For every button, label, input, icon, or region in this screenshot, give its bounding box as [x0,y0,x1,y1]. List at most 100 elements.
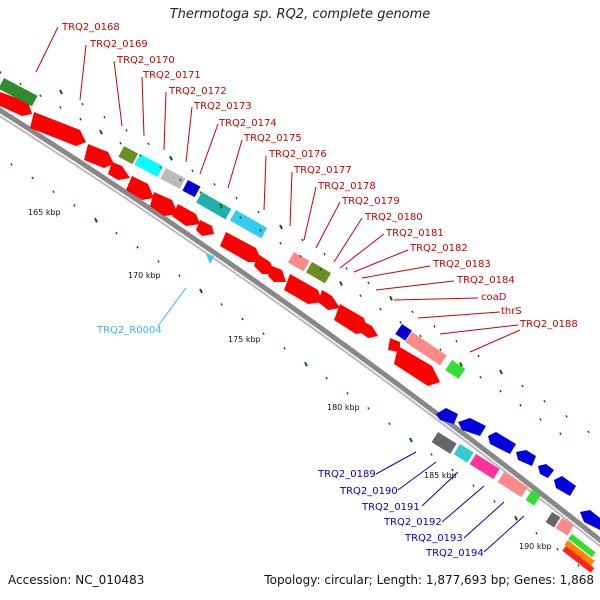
scale-tick [19,82,22,86]
gene-block [555,518,574,536]
scale-tick [514,515,518,521]
gene-arrow [172,204,200,226]
scale-tick [419,334,422,338]
scale-tick [499,389,502,393]
scale-tick [159,166,162,169]
scale-tick [279,241,282,245]
scale-tick [409,437,413,443]
scale-tick [319,267,322,271]
map-title: Thermotoga sp. RQ2, complete genome [169,7,431,22]
tick-label: 190 kbp [519,542,552,551]
scale-tick [577,564,580,567]
scale-tick [411,310,414,314]
gene-block [160,168,186,189]
gene-arrow [0,92,32,116]
scale-tick [115,231,118,235]
gene-block [445,360,466,379]
scale-tick [220,303,223,306]
gene-label: coaD [481,292,507,303]
gene-arrow [196,220,214,236]
gene-label: TRQ2_0182 [409,243,468,254]
gene-label: TRQ2_0170 [116,55,175,66]
scale-labels: 165 kbp 170 kbp 175 kbp 180 kbp 185 kbp … [28,208,552,551]
scale-tick [439,348,442,351]
gene-label: TRQ2_0192 [383,517,442,528]
gene-label: TRQ2_0179 [341,196,400,207]
scale-tick [125,129,128,132]
scale-tick [399,321,402,324]
gene-label: TRQ2_0177 [293,165,352,176]
gene-block [0,78,38,107]
tick-label: 185 kbp [424,471,457,480]
gene-arrow [150,192,178,216]
tick-label: 180 kbp [327,403,360,412]
scale-tick [199,191,202,194]
scale-tick [99,129,103,135]
gene-arrow [284,274,322,304]
scale-tick [455,339,458,343]
scale-tick [103,115,106,119]
scale-tick [459,361,463,367]
scale-tick [136,245,139,249]
gene-arrow [458,418,486,436]
scale-tick [559,432,562,435]
scale-tick [304,361,308,367]
scale-tick [219,203,223,209]
reverse-label-texts: TRQ2_0189 TRQ2_0190 TRQ2_0191 TRQ2_0192 … [317,469,484,559]
gene-arrow [84,144,114,168]
tick-label: 170 kbp [128,271,161,280]
scale-tick [157,260,160,263]
scale-tick [346,391,349,395]
gene-arrow [554,476,576,496]
scale-tick [359,294,362,297]
gene-label: TRQ2_0176 [268,149,327,160]
scale-tick [283,347,286,350]
scale-tick [389,295,393,301]
scale-tick [556,547,559,551]
gene-block [562,546,595,573]
scale-tick [239,216,242,219]
scale-tick [519,403,522,407]
gene-label: TRQ2_0171 [142,70,201,81]
scale-tick [59,106,62,109]
scale-tick [367,407,370,410]
gene-block [395,324,412,341]
scale-tick [94,217,98,223]
accession-text: Accession: NC_010483 [8,573,145,587]
gene-block [182,180,201,198]
gene-label: TRQ2_0173 [193,101,252,112]
scale-tick [179,178,182,182]
gene-label: TRQ2_0169 [89,39,148,50]
gene-block [545,512,561,528]
gene-label: TRQ2_0172 [168,86,227,97]
gene-arrow [254,254,276,274]
gene-arrow [488,432,516,454]
gene-arrow [394,346,440,386]
scale-tick [0,71,2,74]
scale-tick [367,281,370,285]
scale-tick [499,369,503,375]
gene-label: TRQ2_0168 [61,22,120,33]
gene-block [497,472,528,498]
gene-label: TRQ2_0183 [432,259,491,270]
scale-tick [535,531,538,535]
scale-tick [73,204,76,207]
gene-label: TRQ2_0190 [339,486,398,497]
gene-label: TRQ2_0194 [425,548,484,559]
gene-arrow [268,266,286,282]
gene-block [469,454,500,480]
scale-tick [81,102,84,106]
scale-tick [433,325,436,328]
scale-tick [299,254,302,258]
gene-label: TRQ2_0174 [218,118,277,129]
scale-tick [565,415,568,418]
scale-tick [543,399,546,403]
gene-block [431,432,457,454]
scale-tick [79,117,82,121]
scale-tick [191,169,194,173]
gene-arrow [580,510,600,530]
scale-tick [139,154,142,157]
scale-tick [451,468,454,472]
scale-tick [472,484,475,487]
gene-label: TRQ2_0184 [456,275,515,286]
